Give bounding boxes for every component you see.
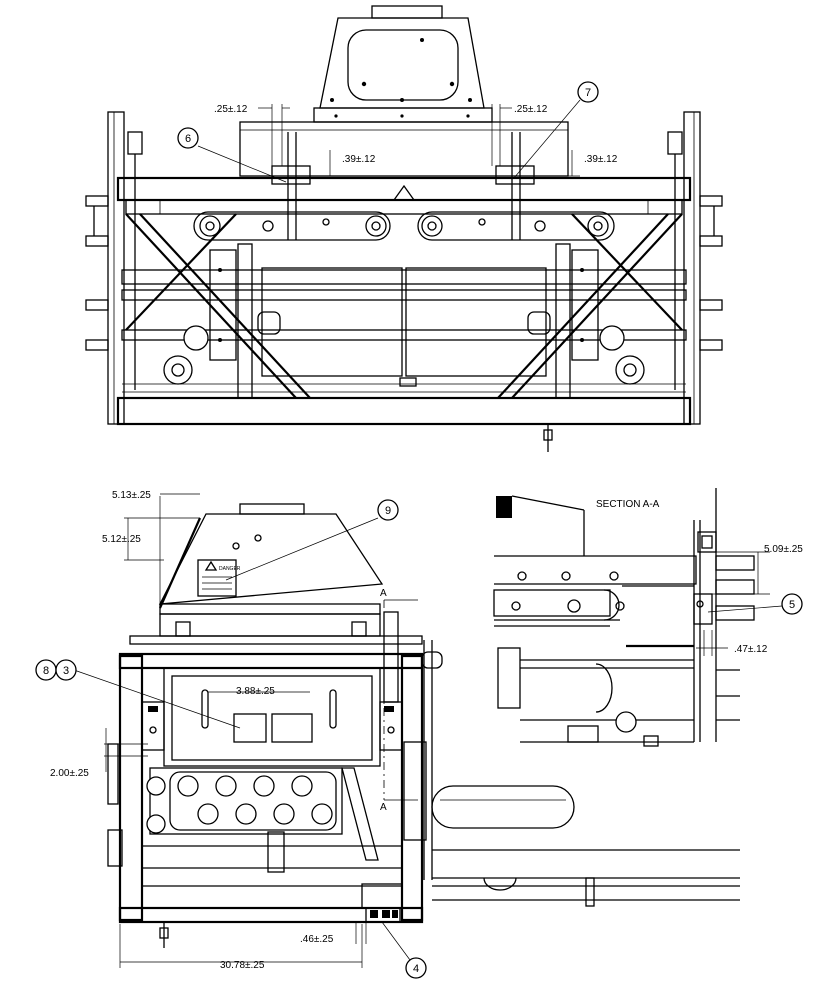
callout-number: 9 [385,505,391,517]
callout-balloon [405,957,427,979]
dim-label: 3.88±.25 [236,686,275,697]
callout-balloon [177,127,199,149]
callout-number: 6 [185,133,191,145]
dim-label: .39±.12 [342,154,376,165]
callout-number: 4 [413,963,419,975]
callout-number: 8 [43,665,49,677]
top-view-dimensions: .25±.12 .25±.12 .39±.12 .39±.12 [214,104,618,177]
side-view: DANGER [107,503,740,948]
callout-number: 3 [63,665,69,677]
section-dimensions: 5.09±.25 .47±.12 [696,544,803,656]
section-title: SECTION A-A [596,499,660,510]
callout-balloon [781,593,803,615]
section-mark: A [380,802,387,813]
section-view: SECTION A-A [493,488,755,747]
dim-label: 5.09±.25 [764,544,803,555]
top-view [85,5,723,452]
warning-label-text: DANGER [219,566,241,572]
dim-label: .25±.12 [214,104,248,115]
callout-balloon [577,81,599,103]
dim-label: 5.13±.25 [112,490,151,501]
dim-label: .47±.12 [734,644,768,655]
dim-label: 30.78±.25 [220,960,265,971]
dim-label: 2.00±.25 [50,768,89,779]
callout-balloon [55,659,77,681]
callout-number: 5 [789,599,795,611]
callout-balloon [377,499,399,521]
section-mark: A [380,588,387,599]
dim-label: 5.12±.25 [102,534,141,545]
dim-label: .46±.25 [300,934,334,945]
dim-label: .25±.12 [514,104,548,115]
side-view-dimensions: 5.13±.25 5.12±.25 3.88±.25 2.00±.25 .46±… [50,490,367,971]
callout-number: 7 [585,87,591,99]
callouts: 6 7 9 8 3 5 4 [35,81,803,979]
dim-label: .39±.12 [584,154,618,165]
